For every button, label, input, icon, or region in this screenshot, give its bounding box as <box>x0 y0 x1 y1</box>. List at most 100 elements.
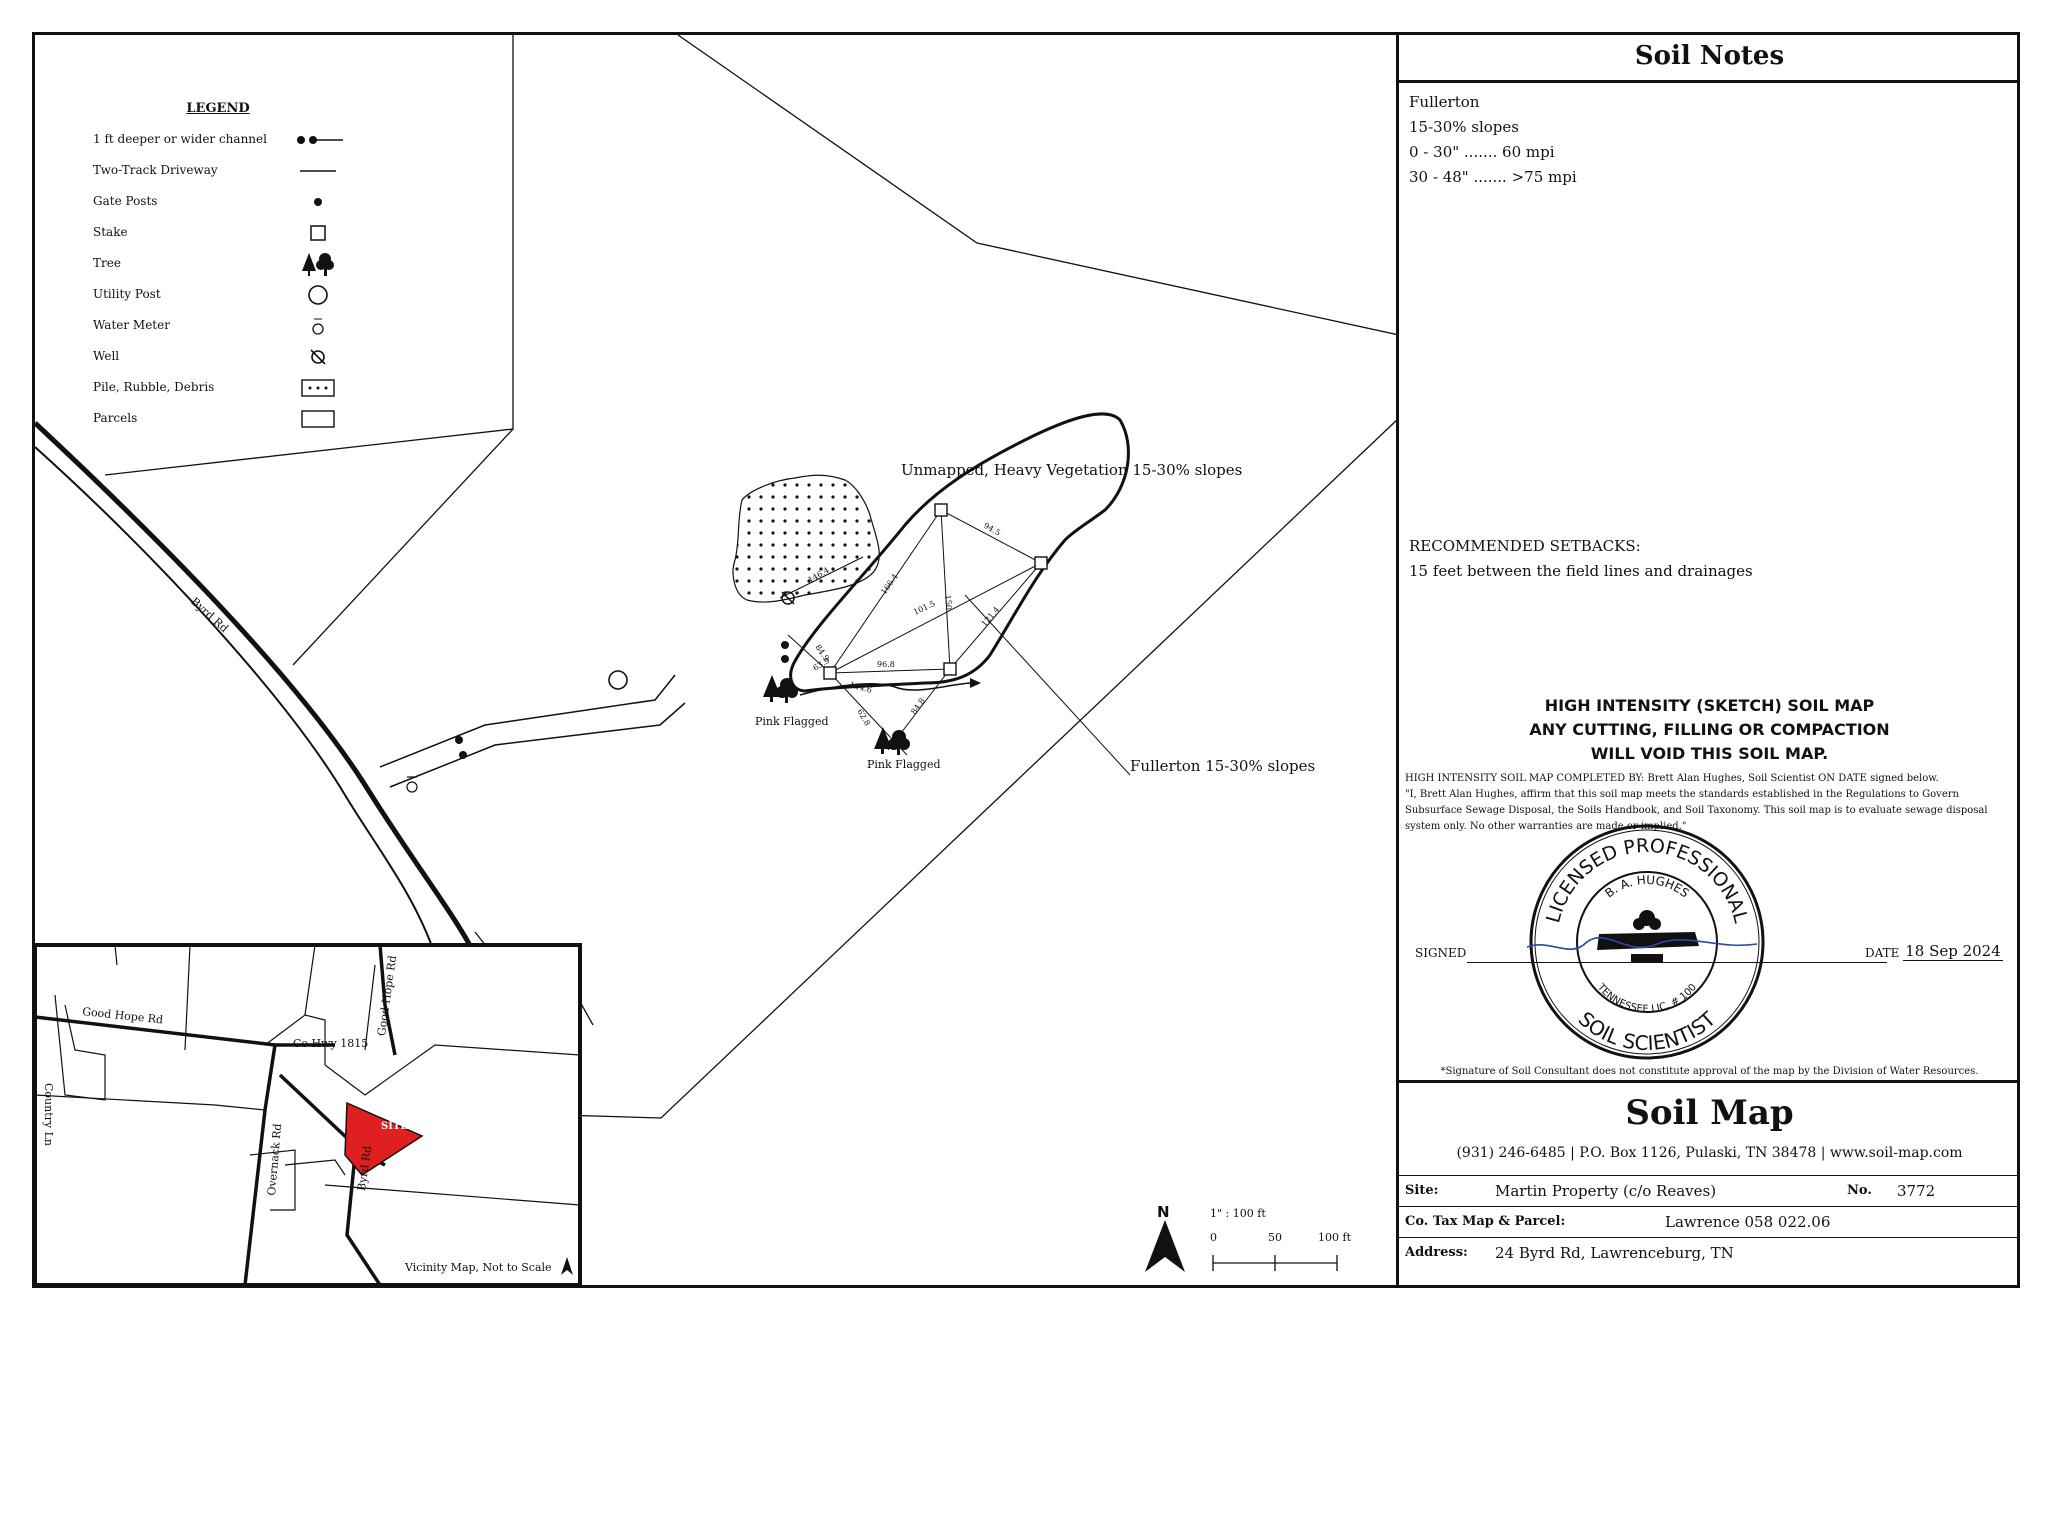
measurement-label: 84.8 <box>909 696 927 716</box>
stake-icon <box>1034 556 1048 570</box>
legend-label: Well <box>93 349 120 363</box>
vicinity-caption: Vicinity Map, Not to Scale <box>405 1261 552 1274</box>
address-label: Address: <box>1405 1245 1468 1260</box>
soil-notes-title: Soil Notes <box>1399 32 2020 83</box>
address-row: Address: 24 Byrd Rd, Lawrenceburg, TN <box>1399 1237 2020 1269</box>
tax-row: Co. Tax Map & Parcel: Lawrence 058 022.0… <box>1399 1206 2020 1238</box>
legend-label: Utility Post <box>93 287 161 301</box>
tree-icon <box>763 675 798 703</box>
legend-label: 1 ft deeper or wider channel <box>93 132 267 146</box>
setbacks-text: 15 feet between the field lines and drai… <box>1409 562 1753 580</box>
measurement-label: 121.4 <box>980 605 1002 628</box>
stakes <box>823 503 1048 680</box>
vicinity-map <box>35 943 582 1285</box>
scale-tick: 100 ft <box>1318 1231 1351 1244</box>
license-seal: LICENSED PROFESSIONAL SOIL SCIENTIST B. … <box>1527 824 1765 1060</box>
soil-note: 30 - 48" ....... >75 mpi <box>1409 168 1577 186</box>
legend-item: Parcels <box>93 403 343 434</box>
completed-by: HIGH INTENSITY SOIL MAP COMPLETED BY: Br… <box>1405 773 1939 784</box>
legend-label: Parcels <box>93 411 138 425</box>
measurement-label: 144.6 <box>848 680 872 695</box>
site-value: Martin Property (c/o Reaves) <box>1495 1182 1717 1200</box>
measurement-label: 62.8 <box>855 708 872 728</box>
legend-label: Gate Posts <box>93 194 158 208</box>
gate-post-icon <box>781 641 789 649</box>
line-icon <box>293 155 343 186</box>
vicinity-road-label: Co Hwy 1815 <box>293 1037 369 1050</box>
date-value: 18 Sep 2024 <box>1903 942 2003 961</box>
pink-flagged-label: Pink Flagged <box>867 758 941 771</box>
soil-map-drawing: 146.4 166.4 94.5 150 121.4 101.5 84.9 63… <box>35 35 1399 1285</box>
legend-item: Tree <box>93 248 343 279</box>
title-block: Soil Map (931) 246-6485 | P.O. Box 1126,… <box>1399 1080 2020 1291</box>
scale-tick: 0 <box>1210 1231 1217 1244</box>
well-icon <box>293 341 343 372</box>
scale-tick: 50 <box>1268 1231 1282 1244</box>
svg-text:B. A. HUGHES: B. A. HUGHES <box>1602 873 1692 901</box>
svg-text:TENNESSEE LIC. # 100: TENNESSEE LIC. # 100 <box>1594 981 1699 1015</box>
address-value: 24 Byrd Rd, Lawrenceburg, TN <box>1495 1244 1734 1262</box>
soil-notes-panel: Soil Notes Fullerton 15-30% slopes 0 - 3… <box>1396 32 2020 1288</box>
square-icon <box>293 217 343 248</box>
channel-arrow <box>799 682 971 696</box>
vicinity-north-arrow <box>561 1257 573 1275</box>
warning-line: HIGH INTENSITY (SKETCH) SOIL MAP <box>1544 696 1875 715</box>
water-meter-icon <box>293 310 343 341</box>
site-label: SITE <box>381 1121 408 1132</box>
dot-icon <box>293 186 343 217</box>
measurement-label: 96.8 <box>877 660 895 669</box>
setbacks-title: RECOMMENDED SETBACKS: <box>1409 537 1641 555</box>
stake-icon <box>943 662 957 676</box>
measurement-label: 166.4 <box>879 572 900 596</box>
tennessee-icon <box>1597 910 1699 962</box>
tax-label: Co. Tax Map & Parcel: <box>1405 1214 1566 1229</box>
rubble-pile <box>732 474 880 603</box>
box-icon <box>293 403 343 434</box>
legend-label: Pile, Rubble, Debris <box>93 380 215 394</box>
north-arrow-icon <box>1145 1220 1185 1272</box>
soil-map-title: Soil Map <box>1625 1093 1794 1133</box>
contact-info: (931) 246-6485 | P.O. Box 1126, Pulaski,… <box>1456 1145 1963 1161</box>
legend-label: Two-Track Driveway <box>93 163 218 177</box>
disclaimer: *Signature of Soil Consultant does not c… <box>1440 1066 1979 1077</box>
seal-inner-top: B. A. HUGHES <box>1602 873 1692 901</box>
legend-title: LEGEND <box>186 101 250 116</box>
legend-item: Well <box>93 341 343 372</box>
affirmation-text: "I, Brett Alan Hughes, affirm that this … <box>1405 789 1988 832</box>
vicinity-road-label: Country Ln <box>42 1083 55 1146</box>
legend-label: Stake <box>93 225 128 239</box>
legend-item: 1 ft deeper or wider channel <box>93 124 343 155</box>
date-label: DATE <box>1865 946 1900 960</box>
site-row: Site: Martin Property (c/o Reaves) No. 3… <box>1399 1175 2020 1207</box>
channel-arrow-icon <box>293 124 343 155</box>
legend-item: Two-Track Driveway <box>93 155 343 186</box>
utility-post-icon <box>608 670 628 690</box>
parcel-line <box>292 428 514 666</box>
warning-line: ANY CUTTING, FILLING OR COMPACTION <box>1529 720 1890 739</box>
dotted-box-icon <box>293 372 343 403</box>
legend-item: Water Meter <box>93 310 343 341</box>
legend: LEGEND 1 ft deeper or wider channel Two-… <box>93 101 343 434</box>
site-label: Site: <box>1405 1183 1439 1198</box>
seal-inner-bottom: TENNESSEE LIC. # 100 <box>1594 981 1699 1015</box>
soil-area-boundary <box>789 412 1130 693</box>
measurement-label: 150 <box>943 594 953 610</box>
affirmation-block: HIGH INTENSITY SOIL MAP COMPLETED BY: Br… <box>1405 771 2013 835</box>
legend-label: Tree <box>93 256 121 270</box>
tree-icon <box>874 727 910 755</box>
number-label: No. <box>1847 1183 1872 1198</box>
pink-flagged-label: Pink Flagged <box>755 715 829 728</box>
signature <box>1527 936 1758 951</box>
scale-bar <box>1212 1255 1338 1271</box>
tax-value: Lawrence 058 022.06 <box>1665 1213 1831 1231</box>
soil-note: 0 - 30" ....... 60 mpi <box>1409 143 1555 161</box>
parcel-line <box>677 35 1399 336</box>
site-parcel <box>344 1101 424 1176</box>
water-meter-icon <box>406 776 418 793</box>
legend-item: Gate Posts <box>93 186 343 217</box>
tree-icon <box>293 248 343 279</box>
signature-line <box>1467 962 1887 963</box>
byrd-road <box>35 421 478 957</box>
scale-ratio: 1" : 100 ft <box>1210 1207 1266 1220</box>
warning-line: WILL VOID THIS SOIL MAP. <box>1590 744 1829 763</box>
